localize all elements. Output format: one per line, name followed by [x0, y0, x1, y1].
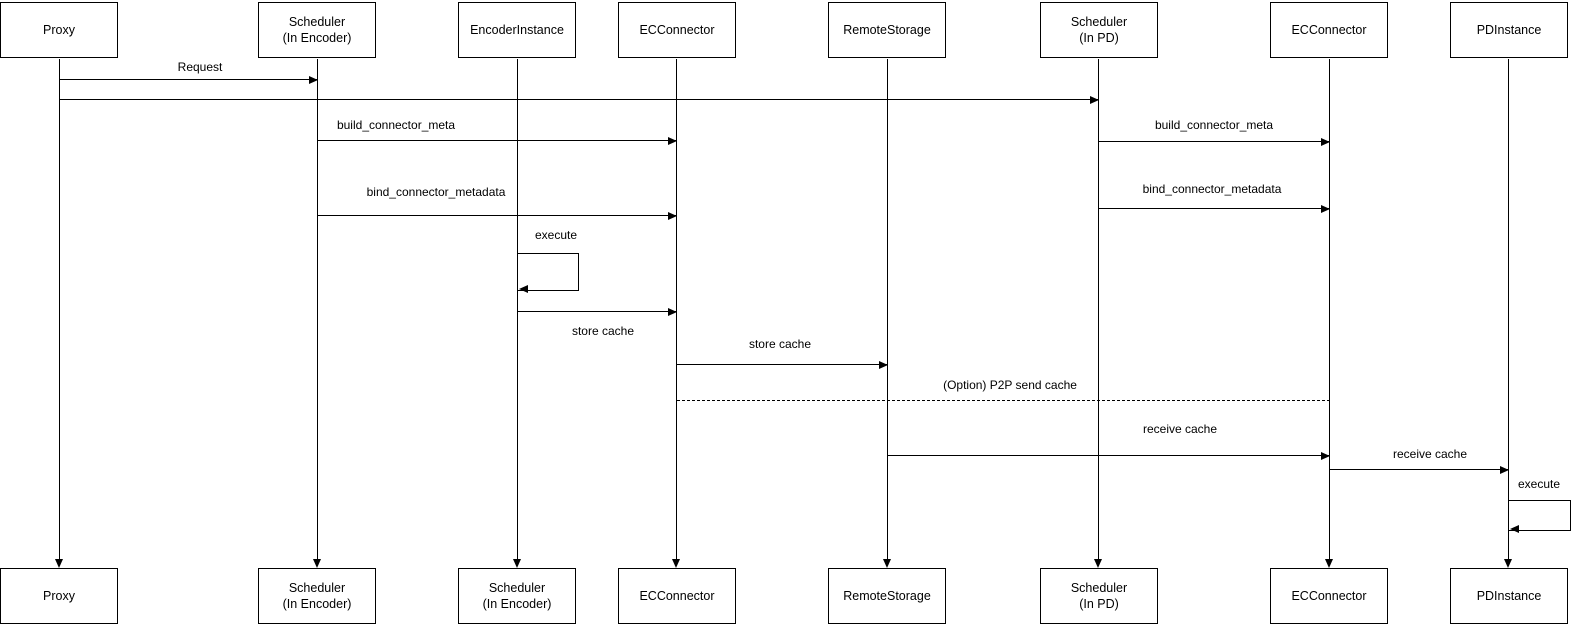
message-label-bind-connector-metadata-encoder: bind_connector_metadata: [364, 185, 508, 199]
message-arrowhead-icon: [668, 137, 677, 145]
actor-label: ECConnector: [1291, 22, 1367, 37]
actor-top-remote-storage: RemoteStorage: [828, 2, 946, 58]
lifeline-pd-instance: [1508, 59, 1510, 559]
message-arrowhead-icon: [1090, 96, 1099, 104]
actor-label: ECConnector: [639, 22, 715, 37]
message-line-store-cache-remote: [677, 364, 888, 366]
message-arrowhead-icon: [1500, 466, 1509, 474]
actor-bottom-pd-instance: PDInstance: [1450, 568, 1568, 624]
actor-label: Proxy: [43, 588, 75, 603]
actor-bottom-scheduler-in-encoder: Scheduler (In Encoder): [258, 568, 376, 624]
actor-top-encoder-instance: EncoderInstance: [458, 2, 576, 58]
lifeline-encoder-instance: [517, 59, 519, 559]
message-line-build-connector-meta-encoder: [318, 140, 677, 142]
actor-bottom-encoder-instance: Scheduler (In Encoder): [458, 568, 576, 624]
message-line-proxy-to-scheduler-pd: [60, 99, 1099, 101]
lifeline-scheduler-in-encoder-arrowhead-icon: [313, 559, 322, 568]
message-line-bind-connector-metadata-pd: [1099, 208, 1330, 210]
actor-label: RemoteStorage: [843, 588, 931, 603]
actor-top-pd-instance: PDInstance: [1450, 2, 1568, 58]
message-selfloop-execute-encoder: [518, 253, 579, 291]
actor-label-line2: (In PD): [1079, 597, 1119, 611]
message-label-execute-encoder: execute: [532, 228, 580, 242]
message-arrowhead-icon: [309, 76, 318, 84]
actor-label: Scheduler: [1070, 14, 1128, 29]
lifeline-ec-connector-pd-arrowhead-icon: [1325, 559, 1334, 568]
actor-label: Scheduler: [1070, 580, 1128, 595]
message-label-request: Request: [175, 60, 225, 74]
actor-top-ec-connector-pd: ECConnector: [1270, 2, 1388, 58]
actor-bottom-remote-storage: RemoteStorage: [828, 568, 946, 624]
message-label-p2p-send-cache: (Option) P2P send cache: [941, 378, 1079, 392]
lifeline-scheduler-in-pd: [1098, 59, 1100, 559]
message-arrowhead-icon: [879, 361, 888, 369]
message-label-store-cache-remote: store cache: [746, 337, 814, 351]
message-label-execute-pd: execute: [1515, 477, 1563, 491]
lifeline-ec-connector-arrowhead-icon: [672, 559, 681, 568]
actor-label: Scheduler: [288, 14, 346, 29]
actor-label: EncoderInstance: [470, 22, 564, 37]
message-line-request: [60, 79, 318, 81]
message-arrowhead-icon: [668, 308, 677, 316]
actor-bottom-ec-connector: ECConnector: [618, 568, 736, 624]
lifeline-proxy-arrowhead-icon: [55, 559, 64, 568]
message-line-p2p-send-cache: [677, 400, 1330, 401]
message-label-build-connector-meta-encoder: build_connector_meta: [334, 118, 458, 132]
lifeline-remote-storage: [887, 59, 889, 559]
actor-top-proxy: Proxy: [0, 2, 118, 58]
actor-top-scheduler-in-encoder: Scheduler (In Encoder): [258, 2, 376, 58]
message-label-build-connector-meta-pd: build_connector_meta: [1152, 118, 1276, 132]
actor-bottom-ec-connector-pd: ECConnector: [1270, 568, 1388, 624]
lifeline-proxy: [59, 59, 61, 559]
actor-label-line2: (In PD): [1079, 31, 1119, 45]
actor-label-line2: (In Encoder): [282, 597, 352, 611]
actor-label: PDInstance: [1476, 588, 1542, 603]
actor-label: PDInstance: [1476, 22, 1542, 37]
message-selfloop-execute-pd: [1509, 500, 1571, 531]
message-line-bind-connector-metadata-encoder: [318, 215, 677, 217]
actor-bottom-proxy: Proxy: [0, 568, 118, 624]
message-line-receive-cache-pd: [1330, 469, 1509, 471]
actor-top-scheduler-in-pd: Scheduler (In PD): [1040, 2, 1158, 58]
message-line-store-cache-encoder: [518, 311, 677, 313]
message-arrowhead-icon: [668, 212, 677, 220]
actor-label: ECConnector: [1291, 588, 1367, 603]
message-label-receive-cache-pd: receive cache: [1390, 447, 1470, 461]
message-arrowhead-icon: [519, 285, 528, 293]
message-label-store-cache-encoder: store cache: [569, 324, 637, 338]
message-arrowhead-icon: [1321, 138, 1330, 146]
actor-label: RemoteStorage: [843, 22, 931, 37]
message-label-receive-cache-remote: receive cache: [1140, 422, 1220, 436]
lifeline-pd-instance-arrowhead-icon: [1504, 559, 1513, 568]
actor-label: Proxy: [43, 22, 75, 37]
message-arrowhead-icon: [1321, 205, 1330, 213]
actor-top-ec-connector: ECConnector: [618, 2, 736, 58]
lifeline-scheduler-in-pd-arrowhead-icon: [1094, 559, 1103, 568]
message-line-build-connector-meta-pd: [1099, 141, 1330, 143]
actor-label: Scheduler: [288, 580, 346, 595]
lifeline-encoder-instance-arrowhead-icon: [513, 559, 522, 568]
message-label-bind-connector-metadata-pd: bind_connector_metadata: [1140, 182, 1284, 196]
lifeline-remote-storage-arrowhead-icon: [883, 559, 892, 568]
actor-label: ECConnector: [639, 588, 715, 603]
lifeline-scheduler-in-encoder: [317, 59, 319, 559]
message-arrowhead-icon: [1510, 525, 1519, 533]
actor-bottom-scheduler-in-pd: Scheduler (In PD): [1040, 568, 1158, 624]
message-line-receive-cache-remote: [888, 455, 1330, 457]
message-arrowhead-icon: [1321, 452, 1330, 460]
actor-label-line2: (In Encoder): [282, 31, 352, 45]
lifeline-ec-connector-pd: [1329, 59, 1331, 559]
actor-label-line2: (In Encoder): [482, 597, 552, 611]
actor-label: Scheduler: [488, 580, 546, 595]
